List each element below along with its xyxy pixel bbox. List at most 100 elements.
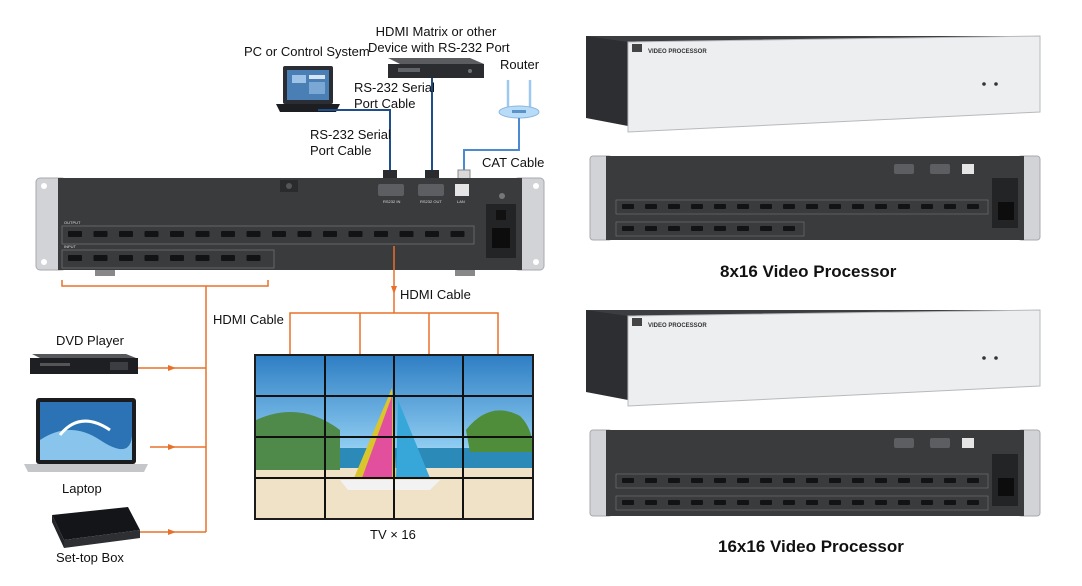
hdmi-input-port — [783, 500, 795, 505]
set-top-box-label: Set-top Box — [56, 550, 124, 565]
hdmi-output-label: HDMI Cable — [400, 287, 471, 302]
hdmi-output-port — [967, 204, 979, 209]
hdmi-input-port — [221, 255, 235, 261]
rs232-label-a-line2: Port Cable — [354, 96, 416, 111]
hdmi-output-port — [898, 478, 910, 483]
rs232-label-b-line2: Port Cable — [310, 143, 372, 158]
hdmi-input-port — [783, 226, 795, 231]
hdmi-output-port — [875, 204, 887, 209]
hdmi-output-port — [829, 204, 841, 209]
matrix-label-line2: Device with RS-232 Port — [368, 40, 510, 55]
hdmi-output-port — [622, 478, 634, 483]
tv-wall-label: TV × 16 — [370, 527, 416, 542]
cat-cable — [463, 118, 520, 176]
hdmi-input-port — [852, 500, 864, 505]
rs232-out-label: RS232 OUT — [420, 199, 442, 204]
hdmi-input-port — [668, 226, 680, 231]
main-video-processor: RS232 IN RS232 OUT LAN OUTPUT INPUT — [35, 177, 545, 276]
hdmi-output-port — [944, 478, 956, 483]
hdmi-output-port — [852, 478, 864, 483]
serial-cable-pc — [318, 109, 391, 176]
rs232-label-b-line1: RS-232 Serial — [310, 127, 391, 142]
hdmi-output-port — [68, 231, 82, 237]
hdmi-output-port — [875, 478, 887, 483]
hdmi-matrix-device-icon — [388, 58, 484, 78]
dvd-player-icon — [30, 354, 138, 374]
hdmi-input-port — [737, 226, 749, 231]
laptop-icon — [24, 398, 148, 472]
hdmi-output-port — [450, 231, 465, 237]
front-label-16x16: VIDEO PROCESSOR — [648, 323, 707, 329]
hdmi-output-port — [806, 478, 818, 483]
product-16x16-front: VIDEO PROCESSOR — [586, 309, 1041, 407]
hdmi-output-port — [297, 231, 312, 237]
product-title-8x16: 8x16 Video Processor — [720, 262, 897, 281]
hdmi-output-port — [374, 231, 388, 237]
product-8x16-front: VIDEO PROCESSOR — [586, 35, 1041, 133]
hdmi-output-port — [806, 204, 818, 209]
hdmi-output-port — [737, 478, 749, 483]
hdmi-output-port — [760, 478, 772, 483]
hdmi-output-port — [622, 204, 634, 209]
hdmi-output-port — [348, 231, 363, 237]
hdmi-input-port — [119, 255, 133, 261]
hdmi-output-port — [783, 478, 795, 483]
hdmi-input-port — [806, 500, 818, 505]
router-label: Router — [500, 57, 540, 72]
hdmi-output-port — [760, 204, 772, 209]
hdmi-output-port — [921, 204, 933, 209]
hdmi-output-port — [144, 231, 159, 237]
hdmi-output-port — [399, 231, 414, 237]
hdmi-input-port — [714, 500, 726, 505]
hdmi-input-port — [170, 255, 184, 261]
hdmi-input-label: HDMI Cable — [213, 312, 284, 327]
product-8x16-rear — [589, 155, 1041, 241]
input-tag: INPUT — [64, 244, 77, 249]
hdmi-output-port — [921, 478, 933, 483]
hdmi-input-port — [622, 226, 634, 231]
rs232-in-label: RS232 IN — [383, 199, 400, 204]
hdmi-output-port — [668, 204, 680, 209]
hdmi-input-port — [944, 500, 956, 505]
laptop-label: Laptop — [62, 481, 102, 496]
hdmi-input-port — [195, 255, 210, 261]
hdmi-output-port — [829, 478, 841, 483]
hdmi-output-port — [967, 478, 979, 483]
tv-wall — [254, 354, 534, 520]
pc-control-icon — [276, 66, 340, 112]
hdmi-input-port — [737, 500, 749, 505]
hdmi-output-port — [645, 204, 657, 209]
hdmi-input-port — [760, 500, 772, 505]
hdmi-output-port — [272, 231, 286, 237]
hdmi-input-port — [829, 500, 841, 505]
hdmi-output-port — [195, 231, 210, 237]
lan-label: LAN — [457, 199, 465, 204]
hdmi-input-port — [967, 500, 979, 505]
rs232-label-a-line1: RS-232 Serial — [354, 80, 435, 95]
matrix-label: HDMI Matrix or other Device with RS-232 … — [368, 24, 510, 56]
hdmi-output-port — [852, 204, 864, 209]
hdmi-output-port — [737, 204, 749, 209]
dvd-player-label: DVD Player — [56, 333, 124, 348]
hdmi-output-port — [714, 204, 726, 209]
hdmi-input-port — [645, 226, 657, 231]
hdmi-input-port — [144, 255, 159, 261]
hdmi-input-port — [691, 500, 703, 505]
hdmi-input-port — [760, 226, 772, 231]
cat-cable-label: CAT Cable — [482, 155, 545, 170]
output-tag: OUTPUT — [64, 220, 81, 225]
hdmi-output-port — [323, 231, 337, 237]
hdmi-input-port — [898, 500, 910, 505]
rs232-label-b: RS-232 Serial Port Cable — [310, 127, 391, 159]
hdmi-output-port — [170, 231, 184, 237]
product-title-16x16: 16x16 Video Processor — [718, 537, 904, 556]
hdmi-output-port — [783, 204, 795, 209]
hdmi-output-port — [668, 478, 680, 483]
hdmi-output-port — [944, 204, 956, 209]
matrix-label-line1: HDMI Matrix or other — [375, 24, 497, 39]
hdmi-output-port — [119, 231, 133, 237]
hdmi-input-port — [93, 255, 108, 261]
hdmi-input-port — [714, 226, 726, 231]
hdmi-input-port — [645, 500, 657, 505]
